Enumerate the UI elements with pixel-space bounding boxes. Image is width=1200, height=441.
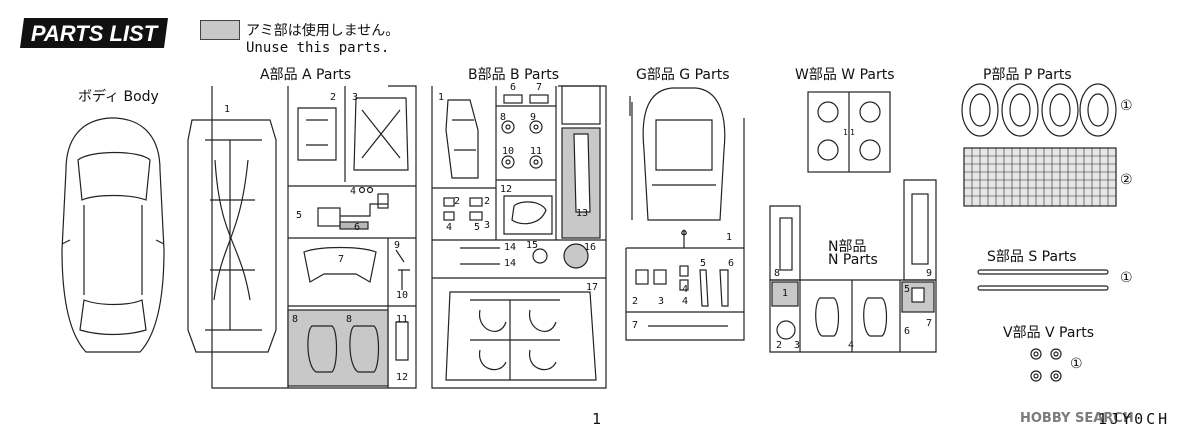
s-part-1-label: ①	[1120, 270, 1133, 286]
unused-legend-swatch	[200, 20, 240, 40]
a-parts-runner	[187, 85, 417, 389]
b-part-number: 16	[584, 242, 597, 253]
b-part-number: 2	[454, 196, 461, 207]
b-parts-runner	[431, 85, 607, 389]
v-part-1-label: ①	[1070, 356, 1083, 372]
g-part-number: 7	[632, 320, 639, 331]
b-part-number: 4	[446, 222, 453, 233]
g-part-number: 1	[726, 232, 733, 243]
p-part-2-label: ②	[1120, 172, 1133, 188]
product-code: 1JY0CH	[1098, 410, 1171, 428]
a-part-number: 7	[338, 254, 345, 265]
unused-legend-jp: アミ部は使用しません。	[246, 23, 400, 39]
a-part-number: 11	[396, 314, 409, 325]
b-part-number: 14	[504, 258, 517, 269]
g-part-number: 5	[700, 258, 707, 269]
unused-legend-en: Unuse this parts.	[246, 40, 390, 56]
a-part-number: 1	[224, 104, 231, 115]
a-part-number: 12	[396, 372, 409, 383]
a-part-number: 6	[354, 222, 361, 233]
watermark: HOBBY SEARCH	[1020, 411, 1134, 426]
g-parts-runner	[625, 87, 745, 341]
b-part-number: 17	[586, 282, 599, 293]
a-part-number: 2	[330, 92, 337, 103]
g-part-number: 2	[632, 296, 639, 307]
page-number: 1	[592, 410, 602, 428]
parts-list-title: PARTS LIST	[31, 21, 159, 46]
a-parts-label: A部品 A Parts	[260, 67, 351, 83]
g-part-number: 6	[728, 258, 735, 269]
body-drawing	[61, 117, 165, 353]
g-part-number: 4	[682, 284, 689, 295]
v-parts-label: V部品 V Parts	[1003, 325, 1094, 341]
n-parts-label-jp: N部品	[828, 239, 867, 255]
b-part-number: 8	[500, 112, 507, 123]
b-part-number: 7	[536, 82, 543, 93]
b-parts-label: B部品 B Parts	[468, 67, 560, 83]
n-part-number: 8	[774, 268, 781, 279]
b-part-number: 6	[510, 82, 517, 93]
n-part-number: 2	[776, 340, 783, 351]
p-parts-label: P部品 P Parts	[983, 67, 1072, 83]
a-part-number: 5	[296, 210, 303, 221]
w-parts-runner	[807, 91, 891, 173]
b-part-number: 2	[484, 196, 491, 207]
n-parts-label-en: N Parts	[828, 252, 878, 268]
b-part-number: 13	[576, 208, 589, 219]
g-parts-label: G部品 G Parts	[636, 67, 730, 83]
n-part-number: 3	[794, 340, 801, 351]
a-part-number: 8	[292, 314, 299, 325]
b-part-number: 5	[474, 222, 481, 233]
s-parts-label: S部品 S Parts	[987, 249, 1077, 265]
a-part-number: 3	[352, 92, 359, 103]
v-parts-drawing	[1030, 348, 1062, 382]
b-part-number: 3	[484, 220, 491, 231]
g-part-number: 4	[682, 296, 689, 307]
b-part-number: 12	[500, 184, 513, 195]
b-part-number: 15	[526, 240, 539, 251]
p-parts-drawing	[961, 83, 1117, 207]
a-part-number: 10	[396, 290, 409, 301]
n-part-number: 5	[904, 284, 911, 295]
b-part-number: 10	[502, 146, 515, 157]
n-part-number: 7	[926, 318, 933, 329]
a-part-number: 9	[394, 240, 401, 251]
w-part-number: 1	[843, 128, 848, 137]
n-part-number: 4	[848, 340, 855, 351]
w-part-number: 1	[850, 128, 855, 137]
b-part-number: 9	[530, 112, 537, 123]
n-part-number: 9	[926, 268, 933, 279]
body-section-label: ボディ Body	[78, 89, 159, 105]
n-part-number: 6	[904, 326, 911, 337]
w-parts-label: W部品 W Parts	[795, 67, 895, 83]
a-part-number: 4	[350, 186, 357, 197]
n-parts-runner	[769, 179, 937, 353]
a-part-number: 8	[346, 314, 353, 325]
n-part-number: 1	[782, 288, 789, 299]
parts-list-title-badge: PARTS LIST	[20, 18, 168, 48]
b-part-number: 1	[438, 92, 445, 103]
b-part-number: 11	[530, 146, 543, 157]
g-part-number: 3	[658, 296, 665, 307]
p-part-1-label: ①	[1120, 98, 1133, 114]
s-parts-drawing	[977, 269, 1109, 291]
b-part-number: 14	[504, 242, 517, 253]
